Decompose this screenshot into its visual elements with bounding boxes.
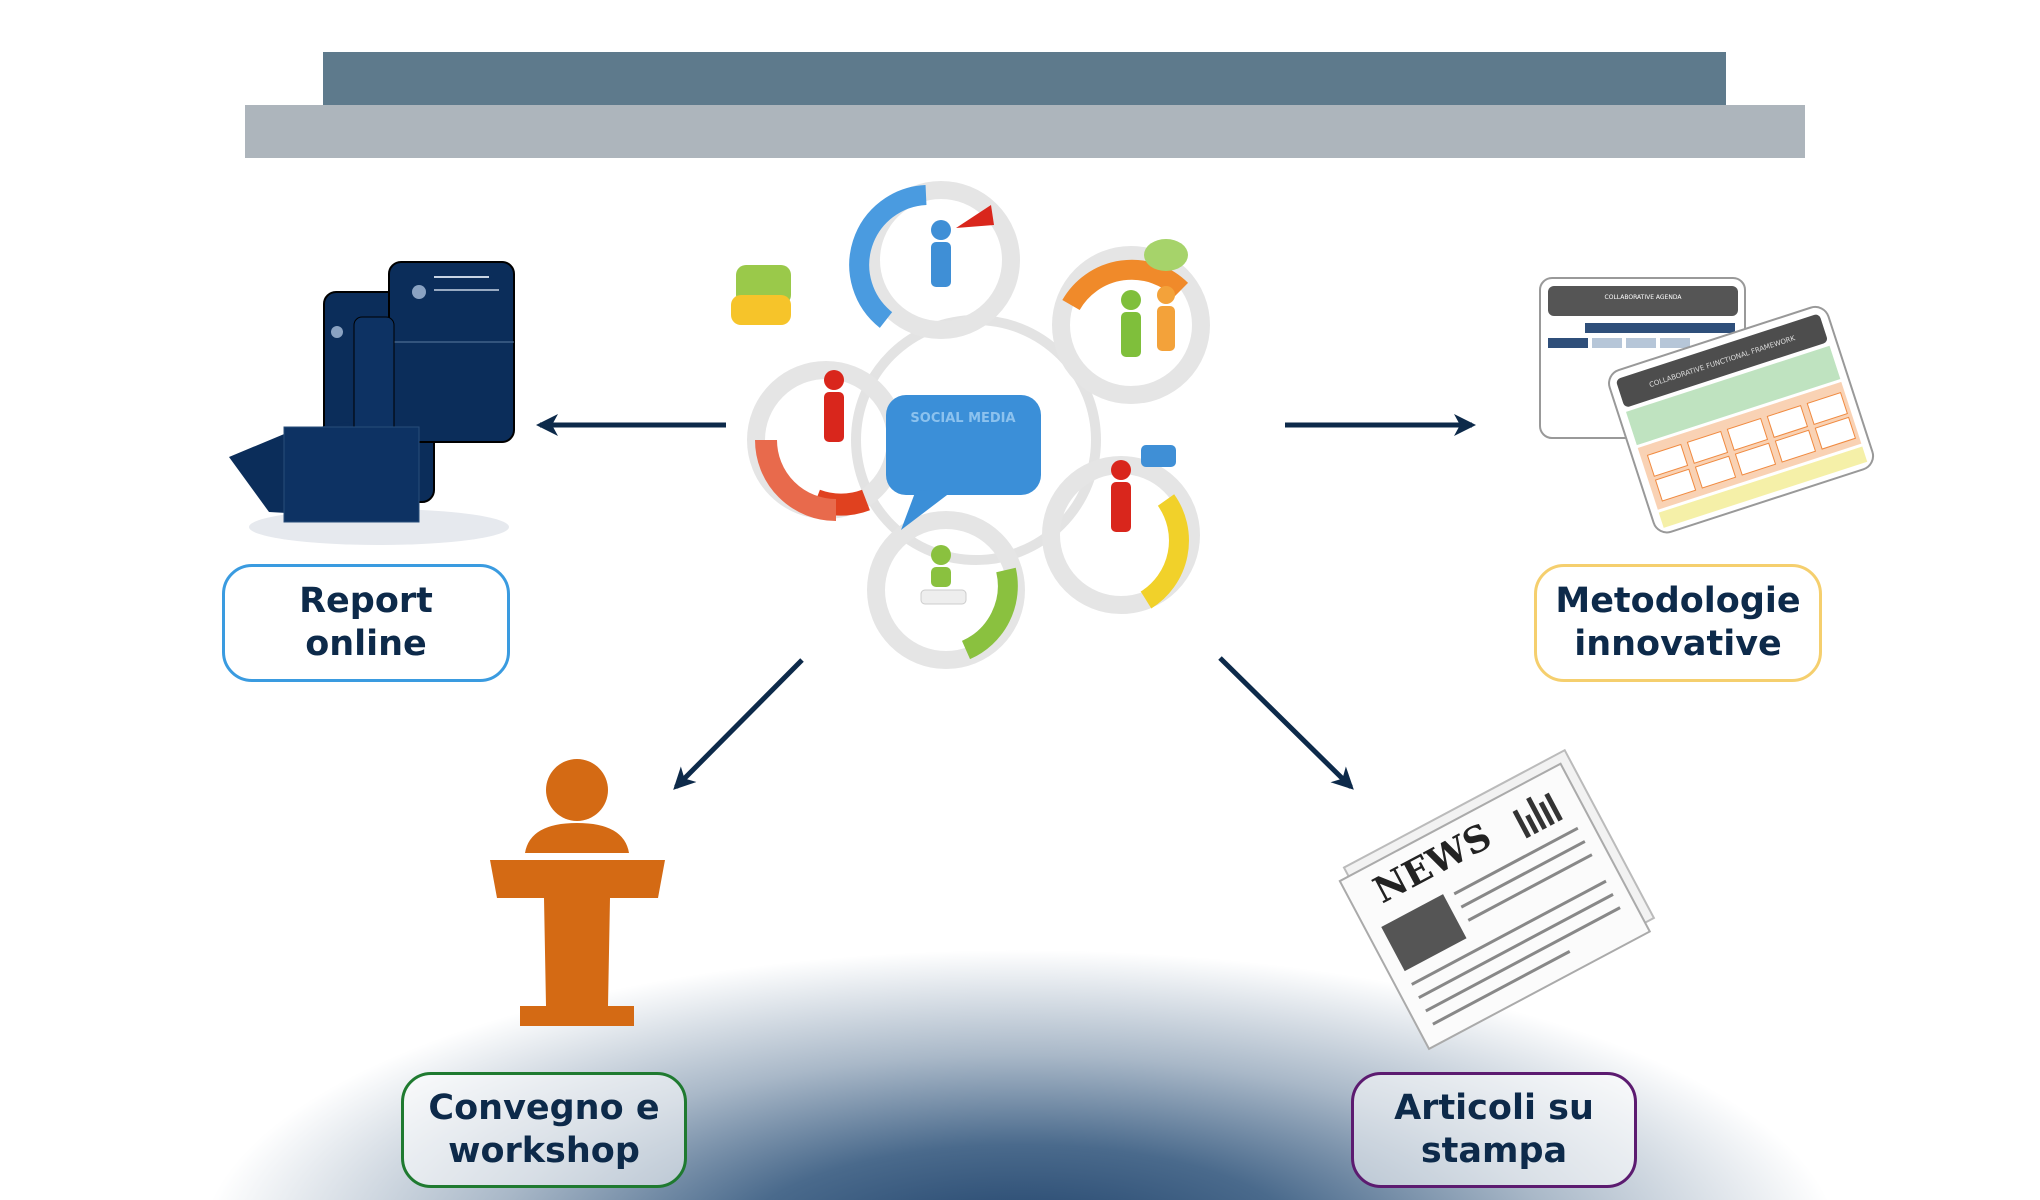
arrow-to-articoli (1218, 656, 1354, 790)
report-label-line1: Report (299, 581, 433, 621)
social-media-network-icon: SOCIAL MEDIA (731, 181, 1210, 669)
articoli-label-line2: stampa (1420, 1131, 1568, 1171)
social-media-text: SOCIAL MEDIA (910, 411, 1015, 426)
arrow-to-convegno (673, 658, 804, 790)
metodologie-label-line2: innovative (1574, 624, 1782, 664)
newspaper-icon: NEWS (1338, 748, 1656, 1051)
collaborative-agenda-text: COLLABORATIVE AGENDA (1605, 294, 1683, 301)
podium-speaker-icon (490, 759, 665, 1026)
convegno-label-line1: Convegno e (428, 1088, 660, 1128)
convegno-label-line2: workshop (448, 1131, 640, 1171)
report-label-line2: online (305, 624, 427, 664)
report-documents-icon (229, 261, 515, 545)
framework-diagrams-icon: COLLABORATIVE AGENDA COLLABORATIVE FUNCT… (1539, 277, 1875, 534)
header-bar-bottom (245, 105, 1805, 158)
articoli-label-line1: Articoli su (1394, 1088, 1594, 1128)
metodologie-label-line1: Metodologie (1555, 581, 1801, 621)
header-bar-top (323, 52, 1726, 105)
